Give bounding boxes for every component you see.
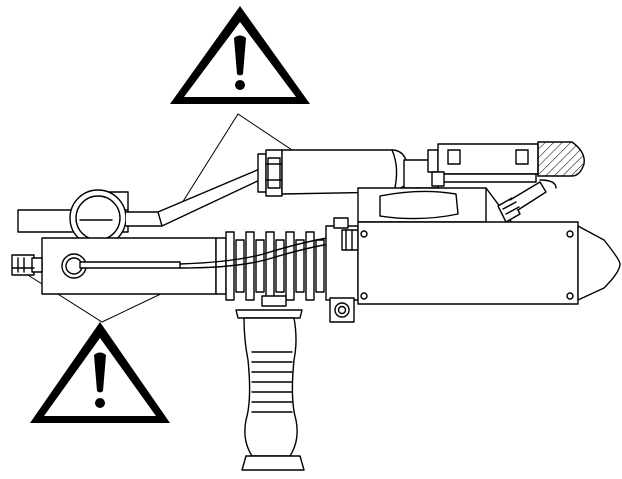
warning-triangle-icon [30, 322, 170, 423]
connecting-arm [125, 167, 265, 227]
bellows-rib [295, 239, 305, 293]
side-fitting [497, 179, 557, 223]
bellows-rib [265, 231, 275, 301]
valve-assembly [427, 141, 585, 187]
bellows-rib [235, 239, 245, 293]
handle-grip [235, 295, 305, 471]
main-body [11, 237, 227, 295]
bellows-rib [315, 239, 325, 293]
barrel [357, 221, 621, 305]
warning-triangle-icon [170, 6, 310, 104]
connector-block [357, 187, 517, 229]
bellows-rib [255, 239, 265, 293]
bellows-rib [275, 239, 285, 293]
cable [179, 235, 343, 269]
side-clamp [17, 189, 129, 247]
bellows-rib [285, 231, 295, 301]
central-collar [325, 217, 359, 323]
bellows-rib [245, 231, 255, 301]
bellows-rib [305, 231, 315, 301]
